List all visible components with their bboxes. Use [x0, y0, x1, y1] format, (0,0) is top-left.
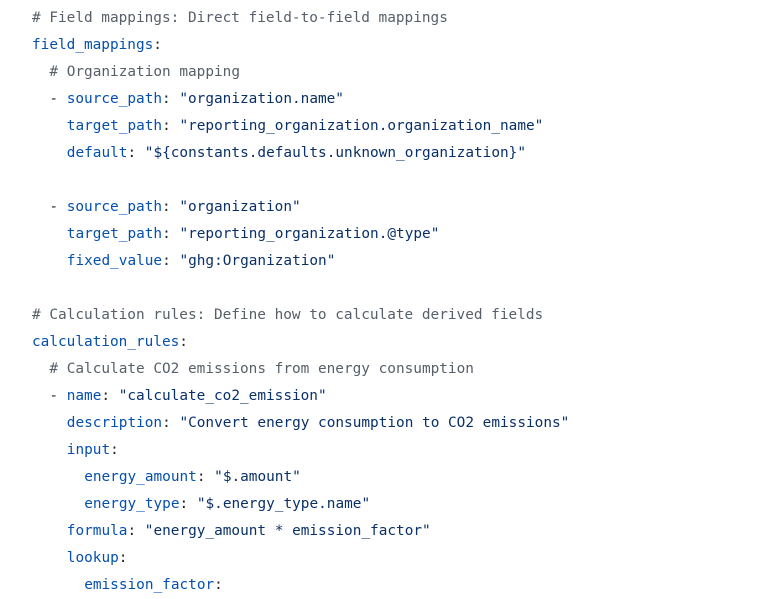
code-token-string: "$.energy_type.name" — [196, 496, 371, 512]
code-token-string: "Convert energy consumption to CO2 emiss… — [179, 415, 570, 431]
code-line — [32, 167, 762, 194]
code-line: formula: "energy_amount * emission_facto… — [32, 518, 762, 545]
code-token-key: formula — [66, 523, 128, 539]
code-token-key: input — [66, 442, 111, 458]
code-line: fixed_value: "ghg:Organization" — [32, 248, 762, 275]
code-token-string: "energy_amount * emission_factor" — [144, 523, 431, 539]
code-token-punct: : — [162, 199, 180, 215]
code-token-punct: : — [110, 442, 119, 458]
code-token-punct: : — [196, 469, 215, 485]
code-token-key: description — [66, 415, 163, 431]
code-line: # Calculation rules: Define how to calcu… — [32, 302, 762, 329]
code-line: - name: "calculate_co2_emission" — [32, 383, 762, 410]
code-line: target_path: "reporting_organization.@ty… — [32, 221, 762, 248]
code-token-string: "${constants.defaults.unknown_organizati… — [144, 145, 526, 161]
code-line: - source_path: "organization" — [32, 194, 762, 221]
code-line: energy_type: "$.energy_type.name" — [32, 491, 762, 518]
code-token-punct: : — [179, 334, 188, 350]
code-token-punct: - — [49, 199, 67, 215]
code-token-key: field_mappings — [32, 37, 154, 53]
code-line: # Calculate CO2 emissions from energy co… — [32, 356, 762, 383]
code-line: description: "Convert energy consumption… — [32, 410, 762, 437]
code-token-key: source_path — [66, 199, 163, 215]
code-token-key: energy_amount — [84, 469, 197, 485]
code-token-punct: : — [214, 577, 223, 593]
code-token-punct: : — [162, 253, 180, 269]
code-token-string: "$.amount" — [214, 469, 301, 485]
code-line: # Field mappings: Direct field-to-field … — [32, 5, 762, 32]
code-token-string: "calculate_co2_emission" — [118, 388, 327, 404]
code-token-key: energy_type — [84, 496, 180, 512]
code-token-key: calculation_rules — [32, 334, 180, 350]
code-line: lookup: — [32, 545, 762, 572]
code-token-string: "organization.name" — [179, 91, 344, 107]
code-token-punct: : — [162, 118, 180, 134]
code-token-punct: : — [162, 226, 180, 242]
code-token-comment: # Calculation rules: Define how to calcu… — [32, 307, 544, 323]
code-token-key: target_path — [66, 226, 163, 242]
code-token-key: name — [66, 388, 102, 404]
code-token-punct: : — [162, 91, 180, 107]
code-line: calculation_rules: — [32, 329, 762, 356]
code-token-punct: : — [162, 415, 180, 431]
code-line: target_path: "reporting_organization.org… — [32, 113, 762, 140]
code-token-key: source_path — [66, 91, 163, 107]
code-line — [32, 275, 762, 302]
code-token-comment: # Calculate CO2 emissions from energy co… — [49, 361, 474, 377]
code-token-string: "reporting_organization.@type" — [179, 226, 440, 242]
code-token-key: emission_factor — [84, 577, 215, 593]
code-token-punct: : — [101, 388, 119, 404]
code-token-punct: : — [153, 37, 162, 53]
code-line: # Organization mapping — [32, 59, 762, 86]
code-line: default: "${constants.defaults.unknown_o… — [32, 140, 762, 167]
code-token-string: "organization" — [179, 199, 301, 215]
code-token-comment: # Field mappings: Direct field-to-field … — [32, 10, 448, 26]
code-line: field_mappings: — [32, 32, 762, 59]
code-line: emission_factor: — [32, 572, 762, 599]
code-token-punct: : — [179, 496, 197, 512]
code-token-punct: : — [118, 550, 128, 566]
code-block: # Field mappings: Direct field-to-field … — [32, 5, 762, 599]
code-token-key: fixed_value — [66, 253, 163, 269]
code-token-key: lookup — [66, 550, 119, 566]
code-token-string: "ghg:Organization" — [179, 253, 336, 269]
code-line: input: — [32, 437, 762, 464]
code-line: - source_path: "organization.name" — [32, 86, 762, 113]
code-line: energy_amount: "$.amount" — [32, 464, 762, 491]
code-token-key: default — [66, 145, 128, 161]
code-token-punct: - — [49, 388, 67, 404]
code-token-punct: - — [49, 91, 67, 107]
code-token-key: target_path — [66, 118, 163, 134]
code-token-punct: : — [127, 523, 145, 539]
code-token-string: "reporting_organization.organization_nam… — [179, 118, 544, 134]
code-token-punct: : — [127, 145, 145, 161]
code-token-comment: # Organization mapping — [49, 64, 240, 80]
